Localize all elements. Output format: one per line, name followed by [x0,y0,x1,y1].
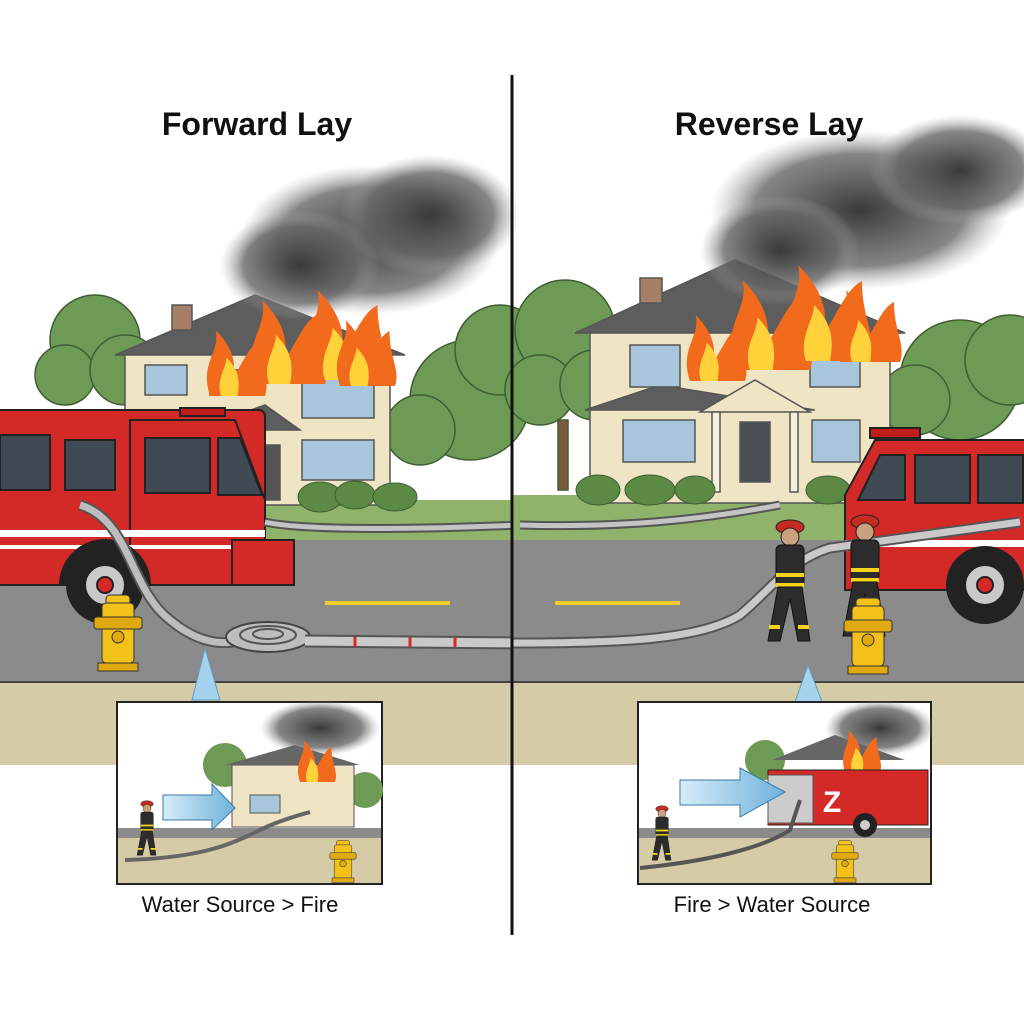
truck-marking: Z [823,786,841,819]
reverse-lay-scene [504,115,1024,765]
fire-truck [844,427,1024,624]
fire-truck [0,407,295,624]
reverse-lay-inset [637,700,935,885]
bushes [297,480,418,513]
trees [34,294,546,466]
smoke [220,155,520,320]
forward-lay-inset [116,700,383,885]
forward-lay-scene [0,155,546,765]
forward-lay-title: Forward Lay [161,106,353,142]
callout-pointer [191,646,221,701]
supply-hose [78,499,521,653]
forward-lay-caption: Water Source > Fire [141,892,339,917]
reverse-lay-caption: Fire > Water Source [673,892,871,917]
reverse-lay-title: Reverse Lay [674,106,864,142]
